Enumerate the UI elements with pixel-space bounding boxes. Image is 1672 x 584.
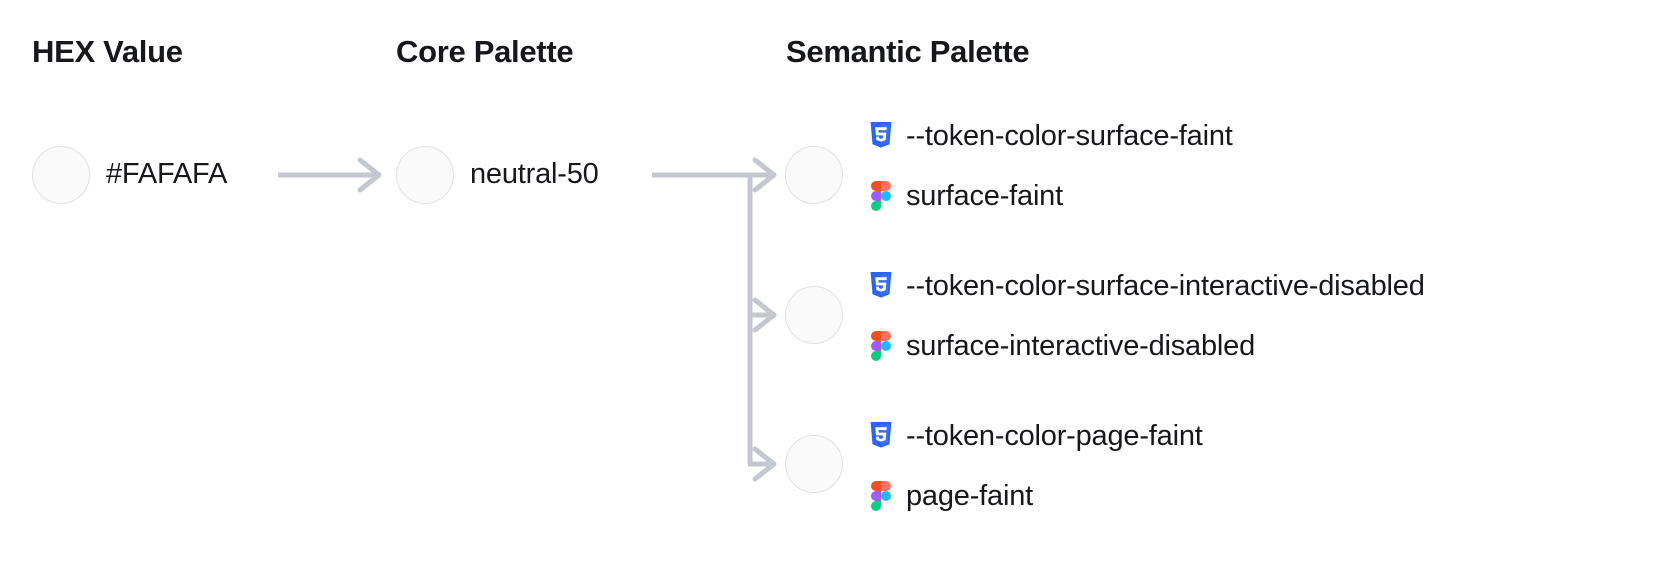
swatch-semantic-surface-interactive-disabled (785, 286, 843, 344)
arrow-core-to-semantic-branch (652, 157, 777, 482)
column-heading-hex-value: HEX Value (32, 34, 183, 69)
column-heading-semantic-palette: Semantic Palette (786, 34, 1030, 69)
css-token-name: --token-color-surface-interactive-disabl… (906, 269, 1425, 302)
figma-token-name: page-faint (906, 479, 1033, 512)
hex-value-label: #FAFAFA (106, 158, 228, 190)
figma-token-name: surface-interactive-disabled (906, 329, 1256, 362)
css-token-name: --token-color-surface-faint (906, 119, 1233, 152)
column-heading-core-palette: Core Palette (396, 34, 574, 69)
css3-icon (868, 271, 894, 301)
token-row-figma-surface-interactive-disabled: surface-interactive-disabled (868, 331, 1255, 361)
core-palette-label: neutral-50 (470, 158, 599, 190)
token-row-figma-surface-faint: surface-faint (868, 181, 1063, 211)
token-row-css-page-faint: --token-color-page-faint (868, 421, 1203, 451)
token-row-figma-page-faint: page-faint (868, 481, 1033, 511)
figma-icon (868, 481, 894, 511)
figma-icon (868, 331, 894, 361)
css3-icon (868, 121, 894, 151)
token-row-css-surface-faint: --token-color-surface-faint (868, 121, 1233, 151)
token-row-css-surface-interactive-disabled: --token-color-surface-interactive-disabl… (868, 271, 1425, 301)
figma-token-name: surface-faint (906, 179, 1063, 212)
swatch-semantic-surface-faint (785, 146, 843, 204)
figma-icon (868, 181, 894, 211)
css-token-name: --token-color-page-faint (906, 419, 1203, 452)
swatch-hex-value (32, 146, 90, 204)
arrow-hex-to-core (278, 157, 382, 193)
swatch-semantic-page-faint (785, 435, 843, 493)
css3-icon (868, 421, 894, 451)
swatch-core-palette (396, 146, 454, 204)
